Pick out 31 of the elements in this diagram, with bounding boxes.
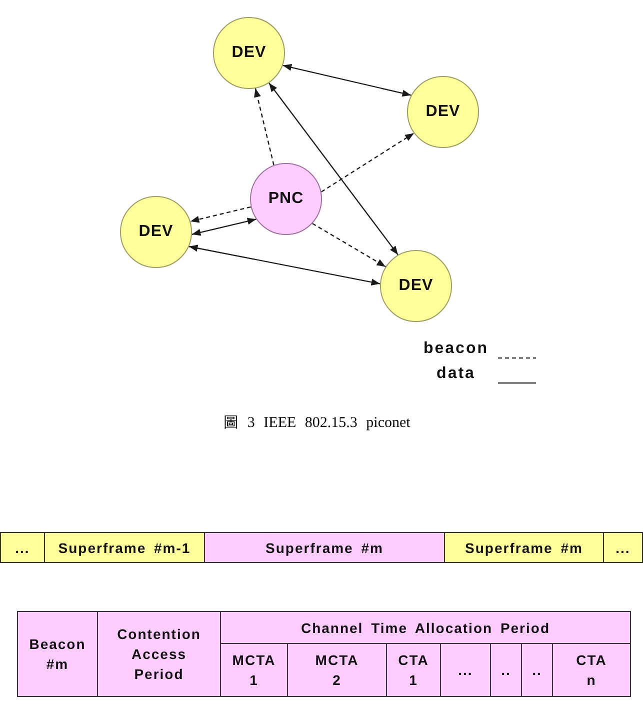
legend-label: data xyxy=(436,365,476,382)
double-arrow xyxy=(188,244,380,286)
slot-cell: .. xyxy=(521,643,553,697)
device-circle: DEV xyxy=(380,250,452,322)
double-arrow xyxy=(192,218,256,236)
dashed-arrow xyxy=(254,88,274,166)
superframe-cell: Superframe #m xyxy=(204,532,445,563)
period-cell: Contention Access Period xyxy=(97,611,221,697)
slot-cell: MCTA 1 xyxy=(220,643,288,697)
superframe-cell: ... xyxy=(603,532,643,563)
superframe-cell: ... xyxy=(0,532,45,563)
slot-cell: .. xyxy=(490,643,522,697)
dashed-arrow xyxy=(312,222,386,268)
dashed-arrow xyxy=(190,206,252,223)
device-circle: DEV xyxy=(120,196,192,268)
slot-cell: MCTA 2 xyxy=(287,643,387,697)
double-arrow xyxy=(268,82,398,256)
slot-cell: ... xyxy=(440,643,491,697)
device-circle: DEV xyxy=(213,17,285,89)
slot-cell: CTA 1 xyxy=(386,643,441,697)
double-arrow xyxy=(282,64,412,97)
coordinator-circle: PNC xyxy=(250,163,322,235)
legend-label: beacon xyxy=(423,340,488,357)
superframe-cell: Superframe #m xyxy=(444,532,604,563)
slot-cell: CTA n xyxy=(552,643,631,697)
figure-caption: 圖 3 IEEE 802.15.3 piconet xyxy=(224,415,410,431)
superframe-cell: Superframe #m-1 xyxy=(44,532,205,563)
device-circle: DEV xyxy=(407,76,479,148)
dashed-arrow xyxy=(320,132,414,192)
period-cell: Channel Time Allocation Period xyxy=(220,611,631,644)
period-cell: Beacon #m xyxy=(17,611,98,697)
